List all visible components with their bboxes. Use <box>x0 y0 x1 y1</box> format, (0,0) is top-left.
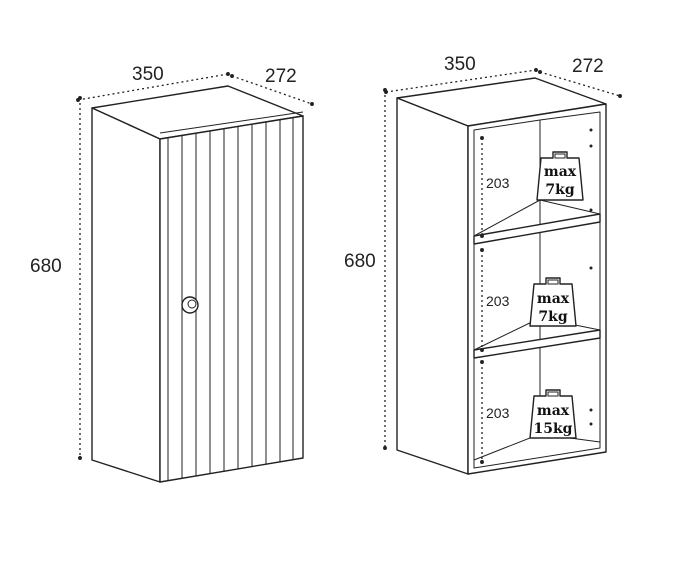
open-width-label: 350 <box>444 54 476 75</box>
closed-depth-label: 272 <box>265 66 297 87</box>
open-depth-label: 272 <box>572 56 604 77</box>
shelf-1-load-line1: max <box>544 164 577 180</box>
open-dimension-lines <box>383 68 622 464</box>
open-height-label: 680 <box>344 251 376 272</box>
weight-icon <box>536 151 584 201</box>
shelf-3-load-line1: max <box>537 403 570 419</box>
closed-cabinet-door <box>159 115 304 483</box>
door-knob-icon <box>181 296 199 314</box>
shelf-1-load-line2: 7kg <box>545 182 574 198</box>
closed-dimension-lines <box>76 72 314 460</box>
weight-icon <box>529 389 577 439</box>
open-cabinet-interior <box>473 111 601 469</box>
weight-icon <box>529 277 577 327</box>
shelf-pin-holes <box>589 128 593 426</box>
shelf-2-load-line2: 7kg <box>538 309 567 325</box>
closed-cabinet <box>91 85 304 483</box>
shelf-1 <box>473 213 601 245</box>
closed-width-label: 350 <box>132 64 164 85</box>
shelf-3-spacing-label: 203 <box>486 405 510 421</box>
shelf-1-spacing-label: 203 <box>486 175 510 191</box>
closed-height-label: 680 <box>30 256 62 277</box>
shelf-2-spacing-label: 203 <box>486 293 510 309</box>
shelf-2-load-line1: max <box>537 291 570 307</box>
shelf-2 <box>473 329 601 359</box>
shelf-3-load-line2: 15kg <box>534 421 573 437</box>
open-cabinet-side <box>396 97 469 475</box>
closed-cabinet-side <box>91 107 161 483</box>
